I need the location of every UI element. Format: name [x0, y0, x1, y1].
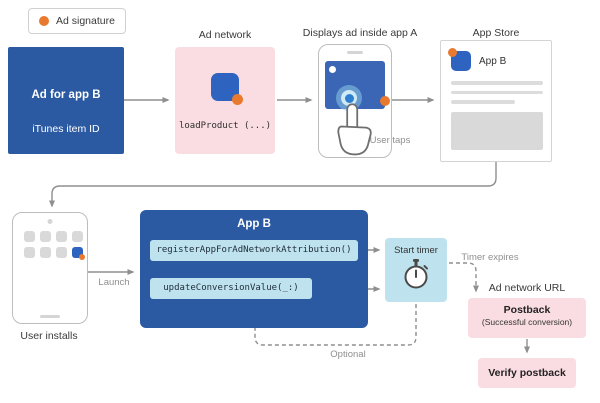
- ad-creative-title: Ad for app B: [31, 89, 101, 101]
- ad-signature-dot-icon: [380, 96, 390, 106]
- hand-tap-icon: [337, 103, 372, 156]
- app-icon: [24, 247, 35, 258]
- ad-logo-circle: [329, 66, 336, 73]
- ad-network-label: Ad network: [198, 29, 252, 41]
- skeleton-line: [451, 90, 543, 94]
- app-icon: [24, 231, 35, 242]
- installed-app-b-icon: [72, 247, 85, 260]
- update-conversion-code: updateConversionValue(_:): [150, 278, 312, 299]
- ad-creative-box: Ad for app B iTunes item ID: [8, 47, 124, 154]
- optional-label: Optional: [330, 349, 366, 360]
- launch-label: Launch: [98, 277, 130, 288]
- stopwatch-icon: [404, 259, 428, 289]
- load-product-code: loadProduct (...): [178, 121, 272, 131]
- ad-signature-dot-icon: [39, 16, 49, 26]
- display-ad-label: Displays ad inside app A: [302, 27, 418, 39]
- touch-ripple-core: [344, 93, 354, 103]
- home-screen-app-grid: [24, 231, 85, 260]
- app-b-title: App B: [237, 218, 271, 230]
- arrow-store-to-install: [49, 162, 497, 208]
- legend-label: Ad signature: [56, 15, 115, 27]
- app-store-app-icon: [448, 48, 471, 71]
- skeleton-line: [451, 100, 515, 104]
- app-icon: [72, 231, 83, 242]
- postback-box: Postback (Successful conversion): [468, 298, 586, 338]
- user-installs-caption: User installs: [20, 330, 78, 342]
- ad-signature-dot-icon: [232, 94, 243, 105]
- timer-expires-label: Timer expires: [461, 252, 519, 263]
- register-api-code: registerAppForAdNetworkAttribution(): [150, 240, 358, 261]
- app-store-card: App B: [440, 40, 552, 162]
- ad-network-url-label: Ad network URL: [488, 282, 566, 294]
- verify-postback-box: Verify postback: [478, 358, 576, 388]
- phone-camera-dot: [47, 219, 53, 224]
- postback-subtitle: (Successful conversion): [481, 317, 573, 327]
- store-app-name: App B: [479, 55, 507, 67]
- phone-speaker: [347, 51, 363, 54]
- start-timer-box: Start timer: [385, 238, 447, 302]
- ad-signature-dot-icon: [79, 254, 85, 260]
- postback-title: Postback: [503, 304, 551, 316]
- arrow-timer-expires: [449, 262, 479, 293]
- ad-signature-dot-icon: [448, 48, 457, 57]
- app-icon: [40, 247, 51, 258]
- screenshot-placeholder: [451, 111, 543, 150]
- ad-network-box: loadProduct (...): [175, 47, 275, 154]
- app-icon: [40, 231, 51, 242]
- user-taps-caption: User taps: [369, 135, 411, 146]
- app-icon: [56, 247, 67, 258]
- app-store-label: App Store: [472, 27, 520, 39]
- app-b-box: App B registerAppForAdNetworkAttribution…: [140, 210, 368, 328]
- legend-ad-signature: Ad signature: [28, 8, 126, 34]
- ad-creative-subtitle: iTunes item ID: [32, 123, 100, 135]
- phone-home-bar: [40, 315, 60, 318]
- start-timer-label: Start timer: [394, 245, 438, 256]
- touch-ripple-icon: [336, 85, 362, 111]
- arrow-optional: [252, 304, 417, 346]
- skeleton-line: [451, 81, 543, 85]
- ad-network-app-icon: [211, 73, 243, 105]
- phone-b: [12, 212, 88, 324]
- app-icon: [56, 231, 67, 242]
